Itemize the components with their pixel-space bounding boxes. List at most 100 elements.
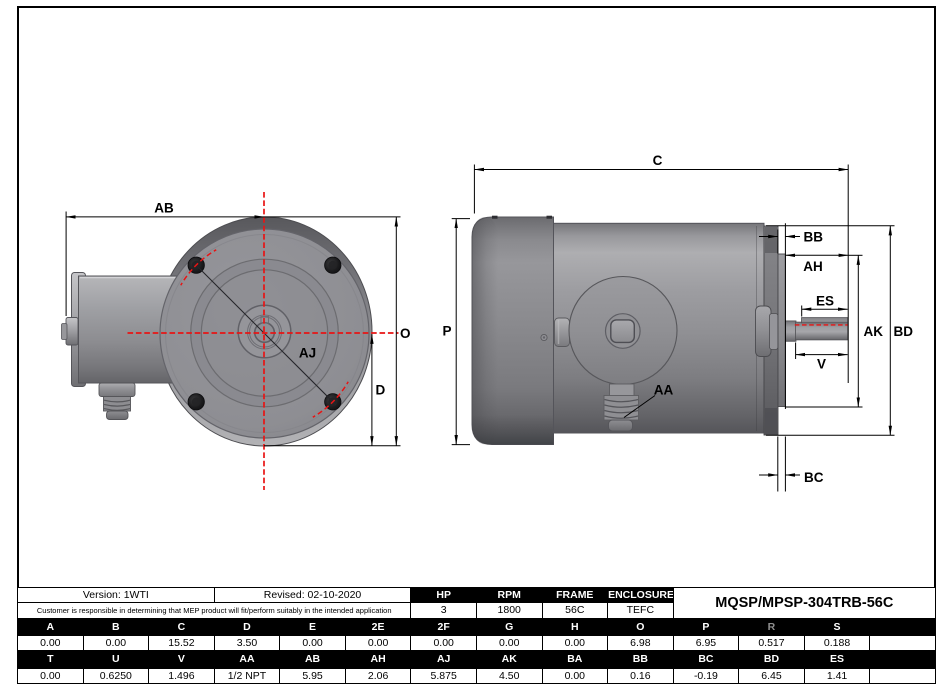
dim-header: AH [344,650,412,669]
dim-header: AJ [410,650,477,669]
dims2-value-row: 0.00 0.6250 1.496 1/2 NPT 5.95 2.06 5.87… [17,667,936,685]
revised-cell: Revised: 02-10-2020 [213,586,412,604]
dim-header: O [607,617,674,636]
side-outlet-boss [554,317,570,347]
disclaimer-cell: Customer is responsible in determining t… [16,602,412,619]
dim-header: G [475,617,543,636]
bolt-circle-arc-bottomright [312,381,349,418]
dims2-header-row: T U V AA AB AH AJ AK BA BB BC BD ES [17,650,936,669]
dim-header: H [541,617,609,636]
dims1-value-row: 0.00 0.00 15.52 3.50 0.00 0.00 0.00 0.00… [17,634,936,652]
dim-header: U [82,650,150,669]
dim-value: 0.00 [344,634,412,652]
dim-header: A [17,617,84,636]
dim-header: BB [607,650,674,669]
dim-header: B [82,617,150,636]
shaft-slinger [755,305,772,357]
dim-value: 1.496 [148,667,215,685]
dims1-header-row: A B C D E 2E 2F G H O P R S [17,617,936,636]
dim-value: 0.00 [541,634,609,652]
dim-label-ab: AB [154,201,174,216]
dim-header: AA [213,650,281,669]
side-view: C P BB AH ES AK BD V AA BC [442,153,913,492]
dim-value: 6.98 [607,634,674,652]
dim-header: BA [541,650,609,669]
dim-label-p: P [442,324,451,339]
model-number-cell: MQSP/MPSP-304TRB-56C [672,587,937,619]
dim-header [869,617,936,636]
dim-header: S [803,617,871,636]
dim-value: 0.188 [803,634,871,652]
dim-label-ak: AK [864,324,884,339]
dim-value: -0.19 [672,667,740,685]
spec-header-rpm: RPM [475,586,543,604]
spec-value-frame: 56C [541,602,609,619]
spec-value-enclosure: TEFC [607,602,674,619]
dim-value: 15.52 [148,634,215,652]
front-view: AB O D AJ [61,192,411,490]
dim-header: E [279,617,346,636]
dim-label-aa: AA [654,383,674,398]
spec-header-enclosure: ENCLOSURE [607,586,674,604]
conduit-square-plug [610,319,635,344]
dim-label-bd: BD [894,324,914,339]
dim-value: 0.517 [738,634,805,652]
dim-label-bc: BC [804,470,824,485]
dim-header [869,650,936,669]
spec-value-rpm: 1800 [475,602,543,619]
dim-header: AB [279,650,346,669]
dim-value: 0.6250 [82,667,150,685]
shaft [784,317,849,342]
dim-value: 0.00 [82,634,150,652]
version-cell: Version: 1WTI [17,586,215,604]
side-cable-gland [603,383,639,432]
dim-value: 1/2 NPT [213,667,281,685]
dim-header: T [17,650,84,669]
dim-header: ES [803,650,871,669]
dim-label-o: O [400,326,411,341]
dim-label-c: C [653,153,663,168]
dim-label-v: V [817,357,826,372]
dim-value: 2.06 [344,667,412,685]
dim-value: 6.95 [672,634,740,652]
register-boss [777,253,786,407]
dim-value: 0.16 [607,667,674,685]
dim-label-ah: AH [803,259,823,274]
side-dimensions [451,164,895,492]
dim-header: D [213,617,281,636]
spec-header-frame: FRAME [541,586,609,604]
dim-value: 0.00 [541,667,609,685]
dim-value: 0.00 [475,634,543,652]
dim-label-es: ES [816,293,834,308]
dim-header: V [148,650,215,669]
fan-cover [471,215,554,445]
dim-value: 5.95 [279,667,346,685]
dim-label-d: D [376,383,386,398]
dim-header: BD [738,650,805,669]
dim-header-r: R [738,617,805,636]
dim-value: 1.41 [803,667,871,685]
dim-value: 0.00 [279,634,346,652]
spec-header-hp: HP [410,586,477,604]
front-dimensions [65,211,401,447]
dim-value: 5.875 [410,667,477,685]
dim-value: 0.00 [17,667,84,685]
shaft-key [801,317,849,324]
front-cable-gland [98,382,136,420]
front-centerlines [127,192,399,490]
dim-header: 2F [410,617,477,636]
dim-value: 6.45 [738,667,805,685]
bolt-circle-arc-topleft [180,249,217,286]
dim-value: 0.00 [17,634,84,652]
title-block-table: Version: 1WTI Revised: 02-10-2020 HP RPM… [16,586,937,685]
dim-header: BC [672,650,740,669]
dim-label-bb: BB [804,230,824,245]
dim-header: C [148,617,215,636]
spec-value-hp: 3 [410,602,477,619]
dim-value: 3.50 [213,634,281,652]
dim-header: AK [475,650,543,669]
dim-header: 2E [344,617,412,636]
dim-value [869,667,936,685]
